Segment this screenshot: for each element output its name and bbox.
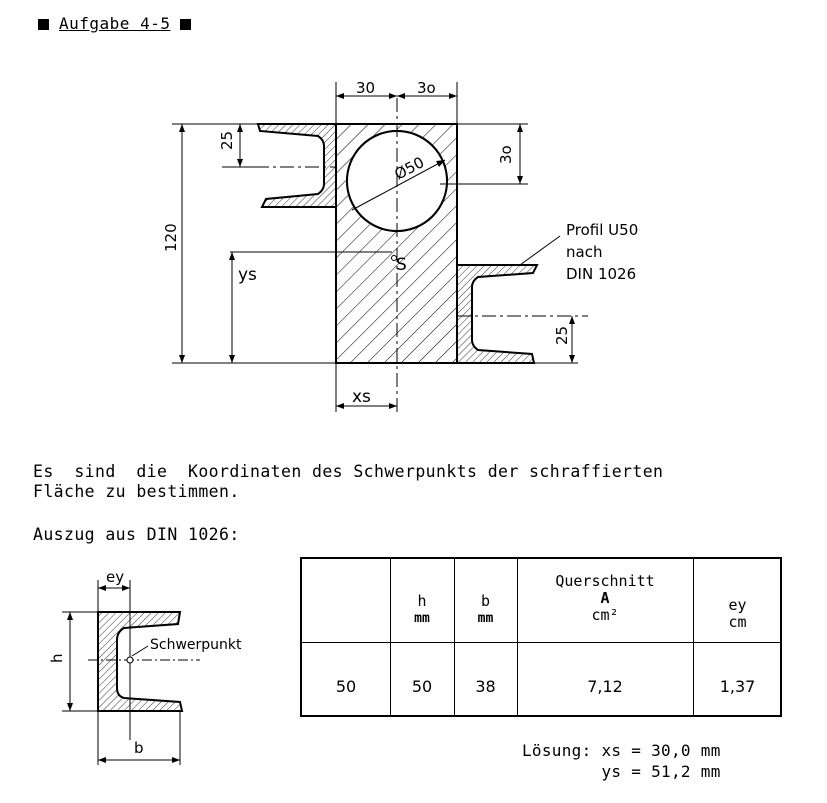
right-u-profile xyxy=(456,264,539,364)
dim-30-side: 3o xyxy=(497,145,515,164)
small-u-profile xyxy=(97,611,184,712)
dim-25-top: 25 xyxy=(218,131,236,150)
task-title: Aufgabe 4-5 xyxy=(38,14,192,33)
solution-line-1: Lösung: xs = 30,0 mm xyxy=(522,741,721,760)
profile-label-1: Profil U50 xyxy=(566,221,638,239)
title-square-right xyxy=(180,19,192,30)
dim-30-left: 30 xyxy=(356,79,375,97)
schwerpunkt-leader xyxy=(131,645,149,657)
label-s: S xyxy=(396,255,407,275)
centroid-point xyxy=(391,255,397,261)
profile-label-3: DIN 1026 xyxy=(566,265,636,283)
small-h-label: h xyxy=(48,653,66,663)
row-ey: 1,37 xyxy=(719,677,756,696)
dim-25-bottom: 25 xyxy=(553,326,571,345)
small-ey-label: ey xyxy=(106,568,124,586)
solution-text: Lösung: xs = 30,0 mm ys = 51,2 mm xyxy=(522,740,721,782)
profile-label-2: nach xyxy=(566,243,602,261)
row-b: 38 xyxy=(475,677,496,696)
task-text: Es sind die Koordinaten des Schwerpunkts… xyxy=(33,462,663,502)
row-profile: 50 xyxy=(335,677,357,696)
small-b-label: b xyxy=(134,739,144,757)
row-h: 50 xyxy=(411,677,433,696)
small-schwerpunkt-label: Schwerpunkt xyxy=(150,637,242,653)
title-label: Aufgabe 4-5 xyxy=(59,14,171,33)
din-profile-figure xyxy=(62,580,200,765)
small-centroid xyxy=(126,656,134,664)
dim-30-right: 3o xyxy=(417,79,436,97)
solution-line-2: ys = 51,2 mm xyxy=(522,762,721,781)
task-line-1: Es sind die Koordinaten des Schwerpunkts… xyxy=(33,462,664,481)
title-square-left xyxy=(38,19,49,30)
label-xs: xs xyxy=(352,387,371,407)
task-line-2: Fläche zu bestimmen. xyxy=(33,482,240,501)
dim-120: 120 xyxy=(162,223,180,252)
excerpt-label: Auszug aus DIN 1026: xyxy=(33,525,240,544)
diameter-leader xyxy=(351,159,446,211)
left-u-profile xyxy=(256,123,337,208)
label-ys: ys xyxy=(238,265,257,285)
row-area: 7,12 xyxy=(587,677,623,696)
profile-leader xyxy=(519,235,561,266)
